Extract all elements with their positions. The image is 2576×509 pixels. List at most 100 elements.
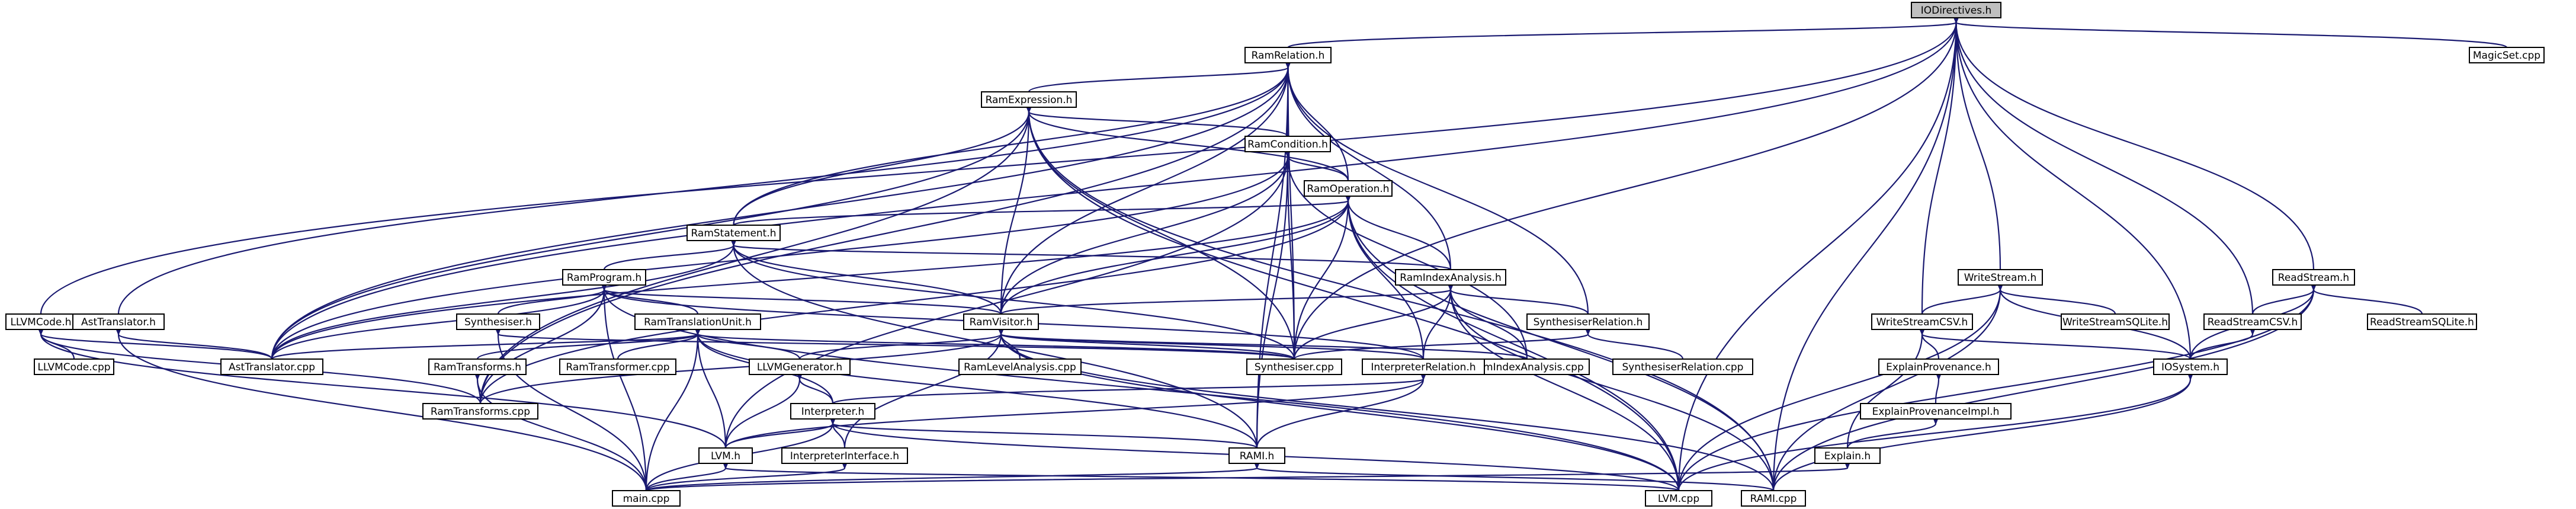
node-box-ramrelation [1244,47,1332,63]
node-box-lvm_h [698,447,753,464]
node-interpreter_h[interactable]: Interpreter.h [790,403,875,420]
node-ramcondition[interactable]: RamCondition.h [1244,136,1331,152]
node-llvmgenerator_h[interactable]: LLVMGenerator.h [749,358,851,375]
edge-iosystem_h-to-iodirectives [1956,23,2192,360]
node-explain_h[interactable]: Explain.h [1814,447,1881,464]
node-synthesiser_cpp[interactable]: Synthesiser.cpp [1246,358,1342,375]
edge-asttranslator_cpp-to-ramoperation [271,201,1348,360]
node-label-writestreamsqlite_h: WriteStreamSQLite.h [2062,316,2168,328]
node-box-rami_cpp [1741,490,1806,507]
node-label-ramindexanalysis_h: RamIndexAnalysis.h [1400,272,1501,284]
edge-ramtransforms_cpp-to-ramvisitor [479,334,1001,404]
node-box-readstreamsqlite_h [2367,313,2477,330]
node-llvmcode_cpp[interactable]: LLVMCode.cpp [34,358,114,375]
node-label-explainprovenance_h: ExplainProvenance.h [1886,361,1991,373]
node-box-iodirectives [1911,2,2001,18]
node-label-writestreamcsv_h: WriteStreamCSV.h [1876,316,1968,328]
edge-rami_cpp-to-ramoperation [1348,201,1775,491]
node-label-interpreterrelation_h: InterpreterRelation.h [1371,361,1475,373]
edge-asttranslator_cpp-to-ramcondition [271,156,1288,360]
edge-interpreterrelation_h-to-ramvisitor [1001,334,1425,360]
edge-asttranslator_cpp-to-ramstatement [271,245,734,360]
node-asttranslator_h[interactable]: AstTranslator.h [72,313,165,330]
node-writestream_h[interactable]: WriteStream.h [1958,269,2043,286]
node-rami_cpp[interactable]: RAMI.cpp [1741,490,1806,507]
node-label-ramexpression: RamExpression.h [986,94,1073,106]
node-box-explainprovenanceimpl_h [1860,403,2012,420]
edge-ramstatement-to-ramoperation [733,201,1349,226]
edge-ramvisitor-to-ramrelation [1000,68,1288,315]
node-ramtransformer_cpp[interactable]: RamTransformer.cpp [559,358,676,375]
node-label-writestream_h: WriteStream.h [1964,272,2037,284]
node-rami_h[interactable]: RAMI.h [1228,447,1285,464]
node-ramoperation[interactable]: RamOperation.h [1304,180,1393,197]
edge-synthesiser_h-to-ramprogram [497,290,604,315]
edge-interpreterinterface_h-to-interpreter_h [833,424,846,449]
edge-ramprogram-to-ramstatement [603,245,734,270]
node-ramtranslationunit[interactable]: RamTranslationUnit.h [634,313,761,330]
node-readstream_h[interactable]: ReadStream.h [2272,269,2355,286]
node-ramlevelanalysis_cpp[interactable]: RamLevelAnalysis.cpp [958,358,1082,375]
node-box-writestream_h [1958,269,2043,286]
node-label-interpreter_h: Interpreter.h [801,406,865,418]
edge-ramvisitor-to-ramstatement [734,245,1002,315]
edge-readstreamcsv_h-to-iodirectives [1956,23,2254,315]
edge-synthesiserrelation_h-to-ramrelation [1288,68,1589,315]
edge-writestreamcsv_h-to-writestream_h [1921,290,2000,315]
node-readstreamsqlite_h[interactable]: ReadStreamSQLite.h [2367,313,2477,330]
edge-lvm_cpp-to-iosystem_h [1677,379,2190,491]
node-ramstatement[interactable]: RamStatement.h [686,225,781,241]
node-label-explain_h: Explain.h [1824,450,1871,462]
node-writestreamcsv_h[interactable]: WriteStreamCSV.h [1871,313,1973,330]
node-lvm_h[interactable]: LVM.h [698,447,753,464]
edge-ramvisitor-to-ramprogram [604,290,1002,315]
edge-asttranslator_cpp-to-ramrelation [271,68,1288,360]
edge-rami_cpp-to-ramindexanalysis_h [1451,290,1775,491]
edge-ramtransforms_cpp-to-ramrelation [479,68,1288,404]
node-magicset_cpp[interactable]: MagicSet.cpp [2469,47,2545,63]
edge-rami_h-to-ramtranslationunit [698,334,1258,449]
node-main_cpp[interactable]: main.cpp [612,490,681,507]
edge-main_cpp-to-ramtransforms_h [477,379,647,491]
edge-lvm_h-to-ramcondition [724,156,1288,449]
node-synthesiser_h[interactable]: Synthesiser.h [456,313,540,330]
node-writestreamsqlite_h[interactable]: WriteStreamSQLite.h [2061,313,2170,330]
node-explainprovenanceimpl_h[interactable]: ExplainProvenanceImpl.h [1860,403,2012,420]
edge-ramvisitor-to-ramoperation [1000,201,1348,315]
node-ramrelation[interactable]: RamRelation.h [1244,47,1332,63]
edge-synthesiser_cpp-to-iodirectives [1293,23,1956,360]
edge-iosystem_h-to-readstreamcsv_h [2189,334,2253,360]
node-ramindexanalysis_h[interactable]: RamIndexAnalysis.h [1395,269,1506,286]
node-interpreterrelation_h[interactable]: InterpreterRelation.h [1362,358,1485,375]
edge-ramtranslationunit-to-ramprogram [604,290,699,315]
edge-rami_h-to-interpreter_h [833,424,1258,449]
node-readstreamcsv_h[interactable]: ReadStreamCSV.h [2203,313,2302,330]
node-label-ramoperation: RamOperation.h [1307,183,1389,195]
edge-interpreterrelation_h-to-ramindexanalysis_h [1422,290,1451,360]
node-asttranslator_cpp[interactable]: AstTranslator.cpp [220,358,323,375]
edge-synthesiserrelation_h-to-ramindexanalysis_h [1451,290,1589,315]
node-label-ramtransforms_h: RamTransforms.h [434,361,521,373]
node-iodirectives[interactable]: IODirectives.h [1911,2,2001,18]
node-label-lvm_h: LVM.h [711,450,740,462]
edge-ramstatement-to-ramrelation [733,68,1288,226]
node-lvm_cpp[interactable]: LVM.cpp [1645,490,1712,507]
node-label-llvmcode_cpp: LLVMCode.cpp [37,361,110,373]
node-synthesiserrelation_h[interactable]: SynthesiserRelation.h [1526,313,1650,330]
node-ramprogram[interactable]: RamProgram.h [562,269,646,286]
node-interpreterinterface_h[interactable]: InterpreterInterface.h [781,447,908,464]
node-label-readstream_h: ReadStream.h [2278,272,2349,284]
edge-rami_cpp-to-iodirectives [1772,23,1956,491]
node-synthesiserrelation_cpp[interactable]: SynthesiserRelation.cpp [1612,358,1753,375]
edge-main_cpp-to-ramtranslationunit [645,334,698,491]
node-explainprovenance_h[interactable]: ExplainProvenance.h [1878,358,1999,375]
node-ramvisitor[interactable]: RamVisitor.h [963,313,1039,330]
node-ramtransforms_h[interactable]: RamTransforms.h [428,358,527,375]
edge-lvm_cpp-to-ramprogram [604,290,1680,491]
node-iosystem_h[interactable]: IOSystem.h [2153,358,2228,375]
node-ramindexanalysis_cpp[interactable]: RamIndexAnalysis.cpp [1464,358,1590,375]
node-ramtransforms_cpp[interactable]: RamTransforms.cpp [422,403,538,420]
dependency-edges [41,23,2508,492]
node-ramexpression[interactable]: RamExpression.h [981,91,1077,108]
node-llvmcode_h[interactable]: LLVMCode.h [5,313,76,330]
